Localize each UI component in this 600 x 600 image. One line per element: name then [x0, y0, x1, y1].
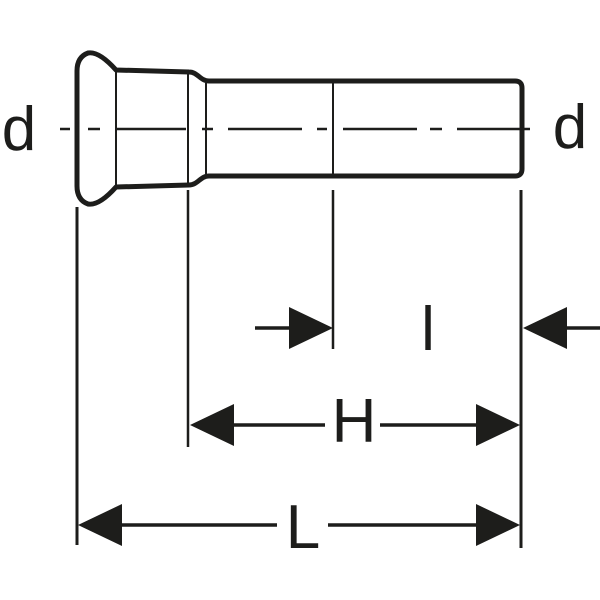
- L-dim-right-arrowhead: [476, 504, 520, 546]
- dimension-overall-length: [78, 504, 520, 546]
- h-dim-right-arrowhead: [476, 404, 520, 446]
- dimension-h: [190, 404, 520, 446]
- l-dim-right-arrowhead: [523, 307, 567, 349]
- h-dim-left-arrowhead: [190, 404, 234, 446]
- insertion-depth-label: l: [421, 295, 435, 364]
- dimension-insertion-depth: [255, 307, 600, 349]
- fitting-outline: [74, 50, 525, 207]
- diameter-label-left: d: [2, 95, 36, 164]
- diameter-label-right: d: [553, 93, 587, 162]
- L-dim-left-arrowhead: [78, 504, 122, 546]
- l-dim-left-arrowhead: [289, 307, 333, 349]
- height-dim-label: H: [332, 387, 377, 456]
- overall-length-label: L: [286, 493, 320, 562]
